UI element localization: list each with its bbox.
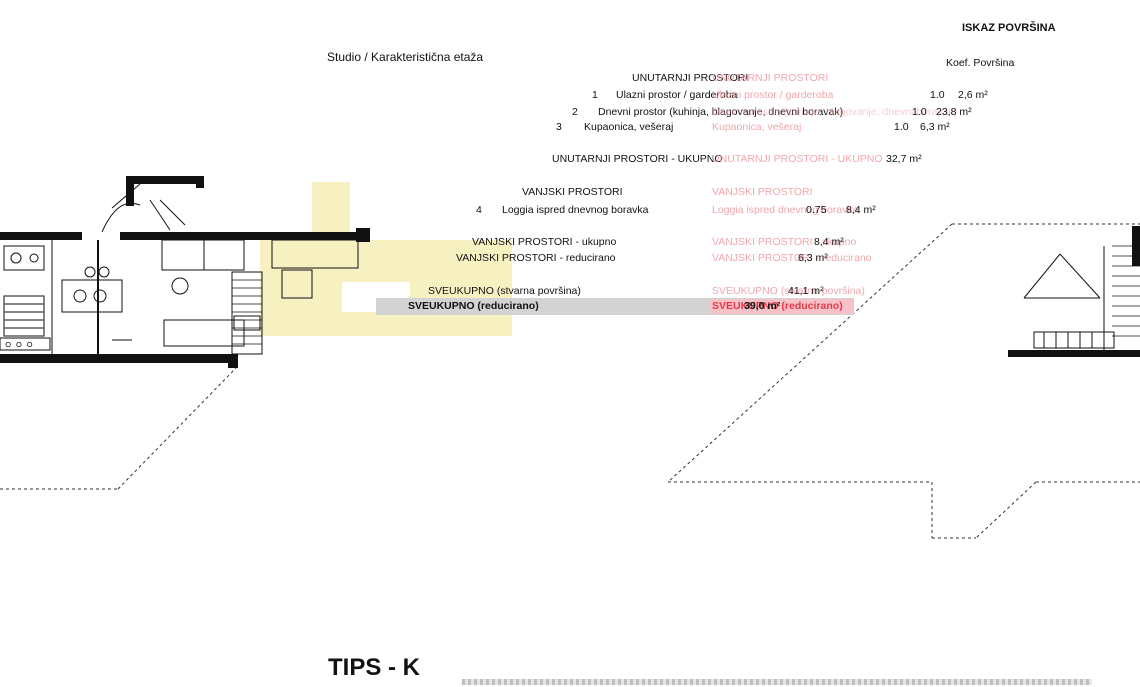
- plan-wall: [1008, 350, 1140, 357]
- plan-wall: [126, 176, 204, 184]
- outside-row-4-area: 8,4 m²: [846, 204, 876, 216]
- plan-wall: [120, 232, 356, 240]
- inside-row-3-area: 6,3 m²: [920, 121, 950, 133]
- plan-wall: [0, 354, 236, 363]
- grand-reduced-value: 39,0 m²: [744, 300, 781, 312]
- plan-wall: [356, 228, 370, 242]
- outside-section-title-overlay: VANJSKI PROSTORI: [712, 186, 813, 198]
- unit-subtitle: Studio / Karakteristična etaža: [327, 50, 484, 64]
- outside-total-label: VANJSKI PROSTORI - ukupno: [472, 236, 617, 248]
- inside-row-1-overlay: Ulazni prostor / garderoba: [712, 89, 834, 101]
- grand-reduced-label: SVEUKUPNO (reducirano): [408, 300, 539, 312]
- column-header: Koef. Površina: [946, 57, 1015, 69]
- outside-row-4-name: Loggia ispred dnevnog boravka: [502, 204, 649, 216]
- inside-row-2-overlay: Dnevni prostor (kuhinja, blagovanje, dne…: [712, 106, 958, 118]
- plan-wall: [196, 176, 204, 188]
- grand-actual-overlay: SVEUKUPNO (stvarna površina): [712, 285, 865, 297]
- inside-section-title: UNUTARNJI PROSTORI: [632, 72, 749, 84]
- inside-row-1-name: Ulazni prostor / garderoba: [616, 89, 738, 101]
- inside-row-3-name: Kupaonica, vešeraj: [584, 121, 674, 133]
- outside-reduced-value: 6,3 m²: [798, 252, 828, 264]
- inside-row-2-name: Dnevni prostor (kuhinja, blagovanje, dne…: [598, 106, 844, 118]
- plan-code: TIPS - K: [328, 654, 421, 681]
- svg-text:ㅇ ㅇ ㅇ: ㅇ ㅇ ㅇ: [4, 340, 34, 350]
- outside-row-4-overlay: Loggia ispred dnevnog boravka: [712, 204, 859, 216]
- grand-reduced-overlay: SVEUKUPNO (reducirano): [712, 300, 843, 312]
- outside-reduced-overlay: VANJSKI PROSTORI - reducirano: [712, 252, 872, 264]
- inside-total-overlay: UNUTARNJI PROSTORI - UKUPNO: [712, 153, 883, 165]
- sheet-heading: ISKAZ POVRŠINA: [962, 22, 1056, 34]
- inside-row-3-no: 3: [556, 121, 562, 133]
- outside-total-value: 8,4 m²: [814, 236, 844, 248]
- inside-row-1-area: 2,6 m²: [958, 89, 988, 101]
- inside-total-value: 32,7 m²: [886, 153, 922, 165]
- grand-actual-value: 41,1 m²: [788, 285, 824, 297]
- inside-row-1-no: 1: [592, 89, 598, 101]
- outside-reduced-label: VANJSKI PROSTORI - reducirano: [456, 252, 616, 264]
- inside-total-label: UNUTARNJI PROSTORI - UKUPNO: [552, 153, 723, 165]
- plan-hatch-right: [1112, 245, 1140, 337]
- grand-actual-label: SVEUKUPNO (stvarna površina): [428, 285, 581, 297]
- plan-wall: [0, 232, 82, 240]
- inside-row-3-overlay: Kupaonica, vešeraj: [712, 121, 802, 133]
- inside-section-title-overlay: UNUTARNJI PROSTORI: [712, 72, 829, 84]
- outside-row-4-no: 4: [476, 204, 482, 216]
- inside-row-2-coef: 1.0: [912, 106, 927, 118]
- inside-row-1-coef: 1.0: [930, 89, 945, 101]
- inside-row-2-no: 2: [572, 106, 578, 118]
- inside-row-2-area: 23,8 m²: [936, 106, 972, 118]
- outside-section-title: VANJSKI PROSTORI: [522, 186, 623, 198]
- inside-row-3-coef: 1.0: [894, 121, 909, 133]
- outside-total-overlay: VANJSKI PROSTORI - ukupno: [712, 236, 857, 248]
- plan-wall: [228, 354, 238, 368]
- bottom-rule: [462, 679, 1092, 685]
- outside-row-4-coef: 0.75: [806, 204, 827, 216]
- plan-wall: [126, 176, 134, 206]
- grand-reduced-highlight-red: [710, 299, 854, 314]
- plan-hatch: [232, 279, 262, 345]
